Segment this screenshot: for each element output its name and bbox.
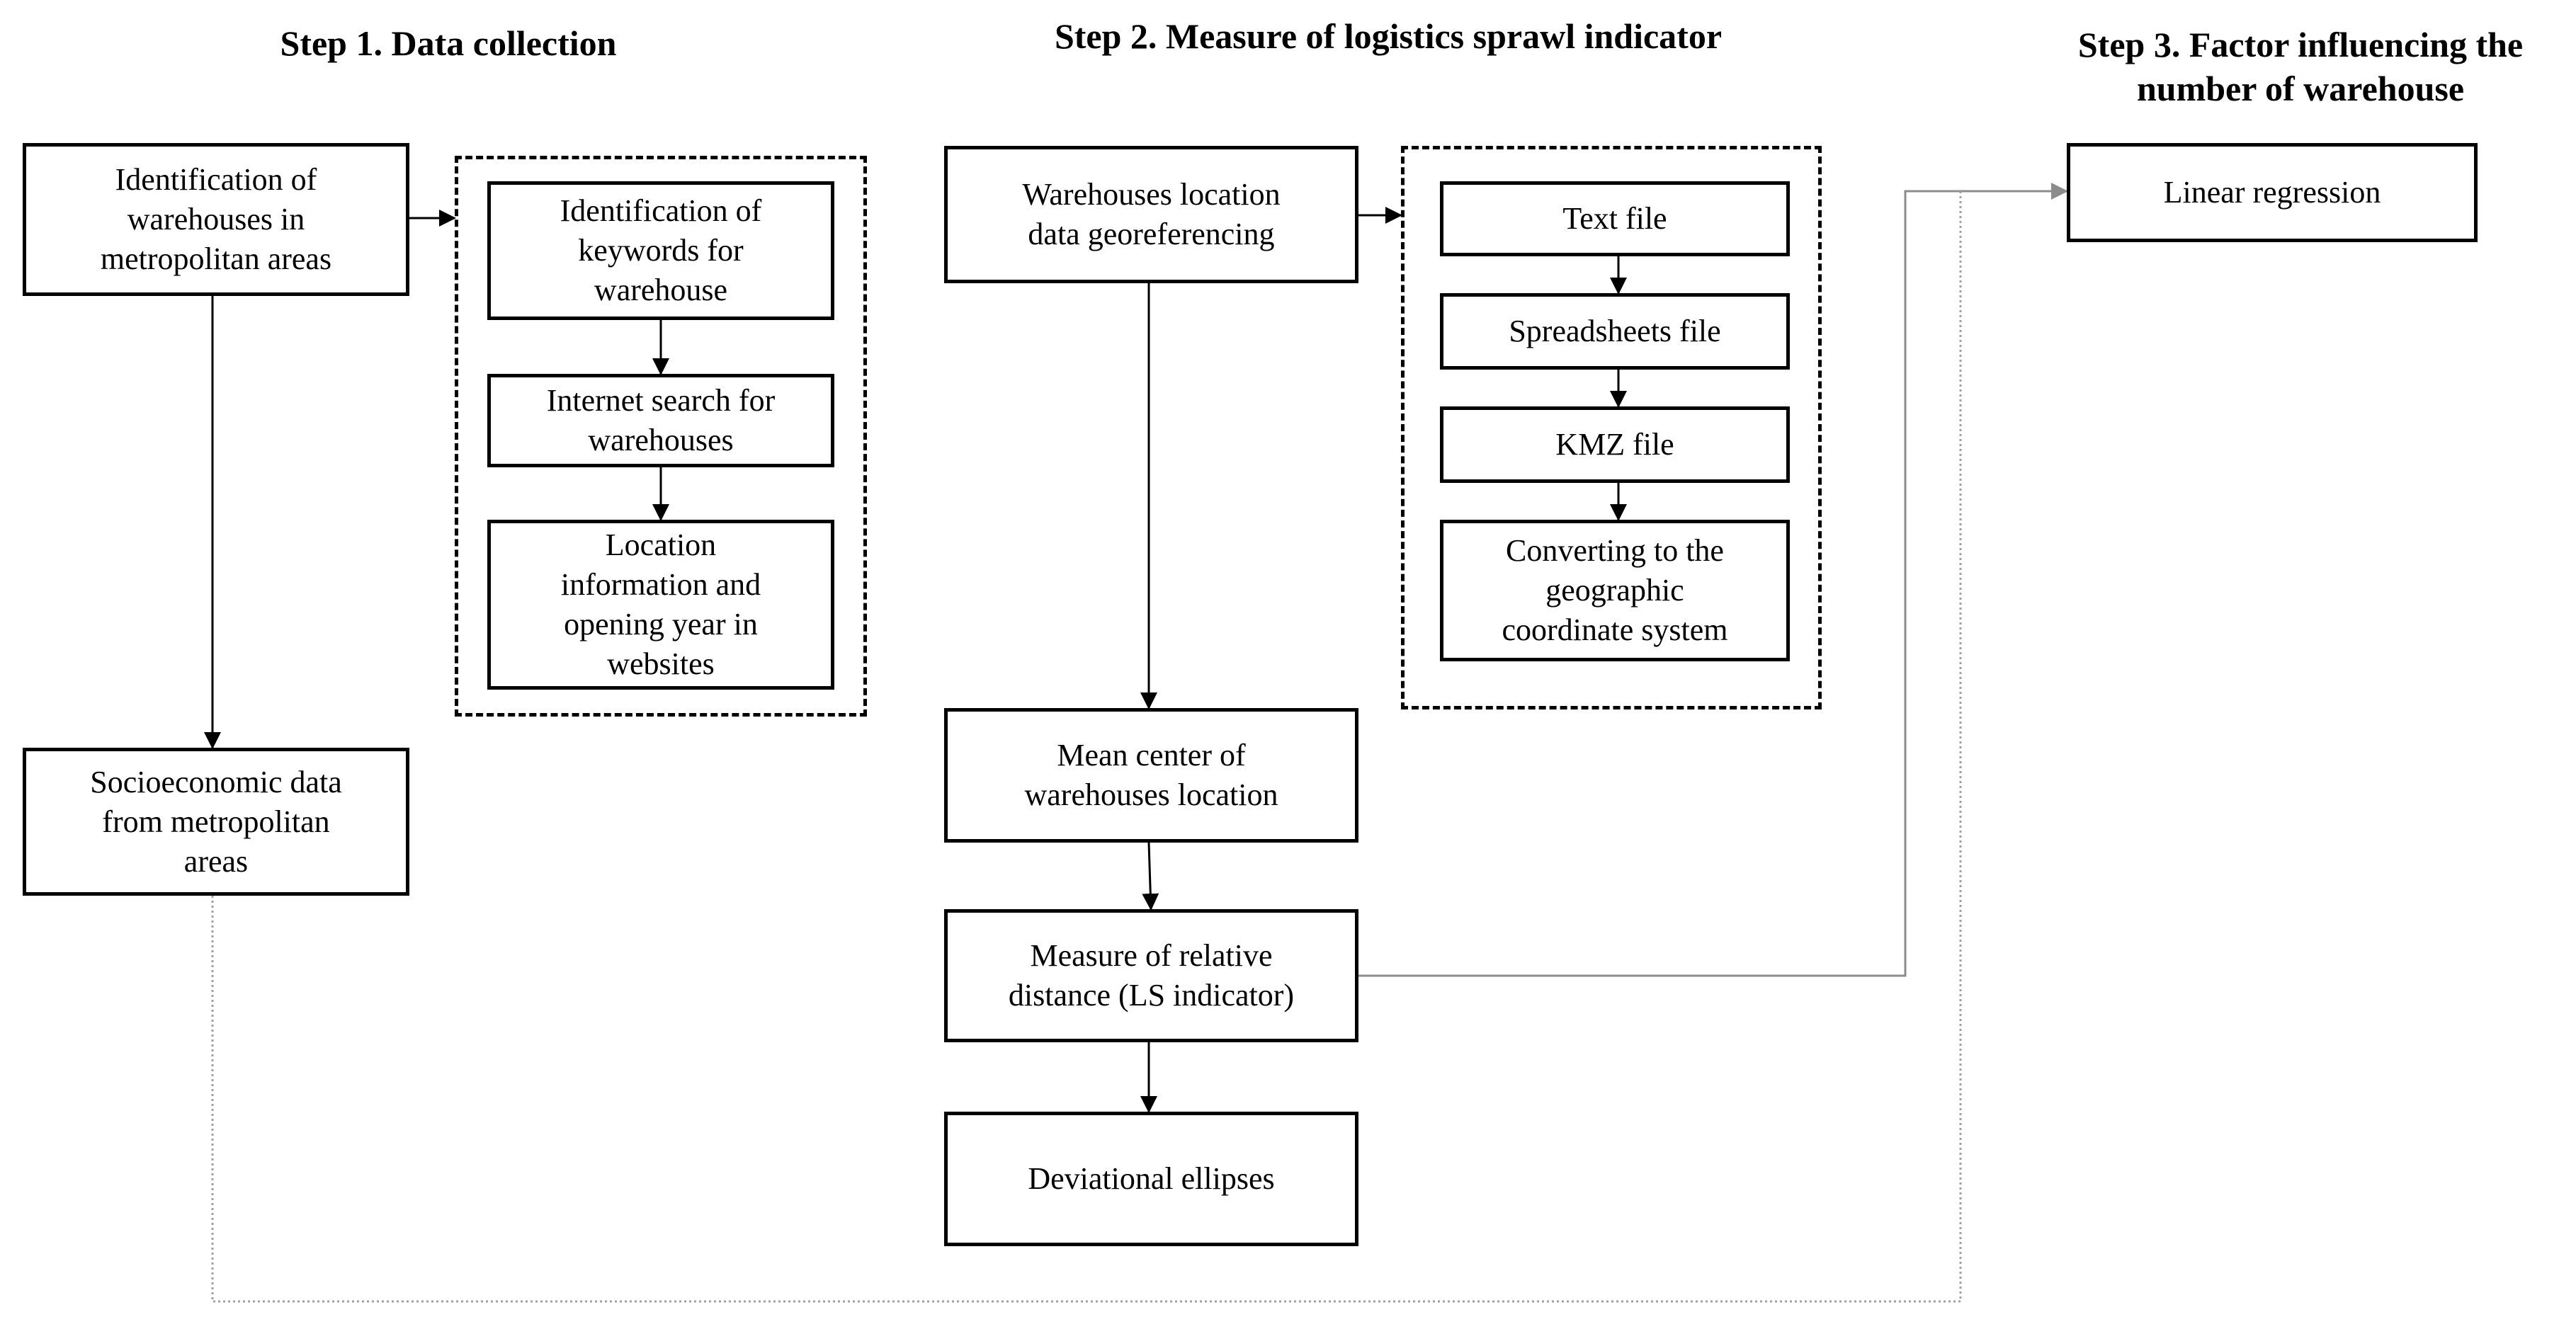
linear-regression-box: Linear regression [2067,143,2478,242]
converting-box: Converting to the geographic coordinate … [1440,520,1790,661]
step1-title: Step 1. Data collection [280,23,617,63]
text-file-box: Text file [1440,181,1790,256]
arrow-mean-center-to-relative-distance [1142,842,1159,911]
connector-socioeconomic-to-regression [211,191,1962,1303]
kmz-file-box: KMZ file [1440,406,1790,483]
internet-search-box: Internet search for warehouses [487,374,834,467]
socioeconomic-data-box: Socioeconomic data from metropolitan are… [23,748,409,896]
relative-distance-box: Measure of relative distance (LS indicat… [944,909,1358,1042]
keywords-box: Identification of keywords for warehouse [487,181,834,320]
identification-of-warehouses-box: Identification of warehouses in metropol… [23,143,409,296]
step1-subprocess-group [455,156,867,717]
spreadsheets-file-box: Spreadsheets file [1440,293,1790,370]
deviational-ellipses-box: Deviational ellipses [944,1112,1358,1246]
georeferencing-box: Warehouses location data georeferencing [944,146,1358,283]
step2-subprocess-group [1401,146,1822,709]
step3-title: Step 3. Factor influencing the number of… [2077,25,2524,108]
step2-title: Step 2. Measure of logistics sprawl indi… [1054,16,1723,56]
mean-center-box: Mean center of warehouses location [944,708,1358,843]
connector-relative-distance-to-regression [1358,183,2068,977]
location-information-box: Location information and opening year in… [487,520,834,690]
